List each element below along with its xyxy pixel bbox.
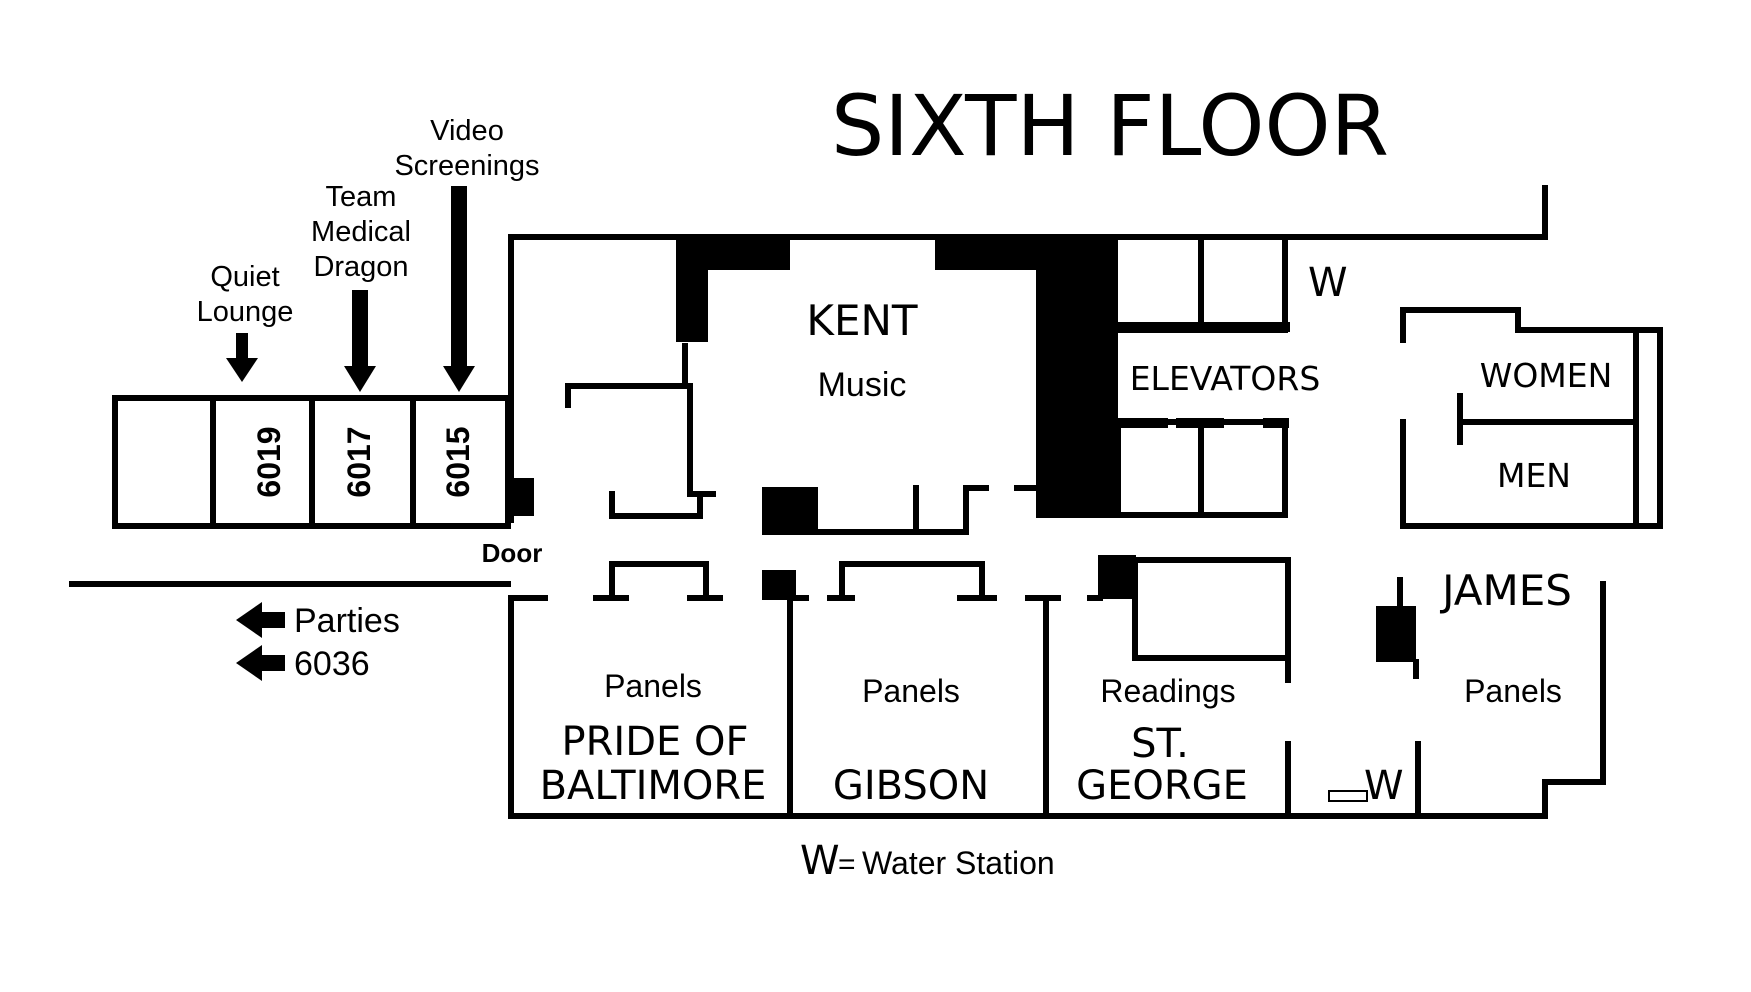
room-gibson-use: Panels — [862, 673, 960, 709]
building-walls — [508, 185, 1663, 819]
callout-video-line2: Screenings — [394, 150, 539, 182]
direction-parties: Parties — [294, 602, 400, 640]
callout-team-line3: Dragon — [313, 251, 408, 283]
room-6019-number: 6019 — [251, 426, 287, 497]
water-fountain-icon — [1328, 790, 1368, 802]
room-pride-name-line2: BALTIMORE — [540, 763, 767, 809]
room-elevators-name: ELEVATORS — [1130, 359, 1321, 398]
legend-equals: = — [838, 848, 856, 881]
room-pride-use: Panels — [604, 668, 702, 704]
left-arrow-icon — [236, 645, 285, 681]
left-arrow-icon — [236, 602, 285, 638]
down-arrow-icon — [344, 290, 376, 392]
legend: W = Water Station — [800, 838, 1055, 884]
floor-title: SIXTH FLOOR — [831, 77, 1389, 175]
callout-team-line2: Medical — [311, 216, 411, 248]
direction-room-6036: 6036 — [294, 645, 370, 683]
room-gibson-name: GIBSON — [833, 763, 989, 809]
water-station-marker: W — [1364, 763, 1404, 809]
callout-quiet-lounge-line2: Lounge — [197, 296, 294, 328]
room-stgeorge-name-line2: GEORGE — [1076, 763, 1248, 809]
down-arrow-icon — [443, 186, 475, 392]
callout-video-line1: Video — [430, 115, 504, 147]
room-pride-name-line1: PRIDE OF — [562, 719, 749, 765]
legend-symbol: W — [800, 838, 840, 884]
door-label: Door — [482, 538, 543, 568]
legend-text: Water Station — [862, 845, 1055, 881]
room-kent-use: Music — [818, 366, 907, 404]
room-james-use: Panels — [1464, 673, 1562, 709]
room-stgeorge-use: Readings — [1100, 673, 1235, 709]
callout-quiet-lounge-line1: Quiet — [210, 261, 279, 293]
room-women-name: WOMEN — [1480, 356, 1613, 395]
room-kent-name: KENT — [806, 296, 917, 345]
room-6015-number: 6015 — [440, 426, 476, 497]
down-arrow-icon — [226, 333, 258, 382]
callout-team-line1: Team — [326, 181, 397, 213]
room-james-name: JAMES — [1439, 566, 1572, 615]
room-6017-number: 6017 — [341, 426, 377, 497]
water-station-marker: W — [1308, 260, 1348, 306]
room-men-name: MEN — [1497, 456, 1571, 495]
room-stgeorge-name-line1: ST. — [1131, 721, 1189, 767]
